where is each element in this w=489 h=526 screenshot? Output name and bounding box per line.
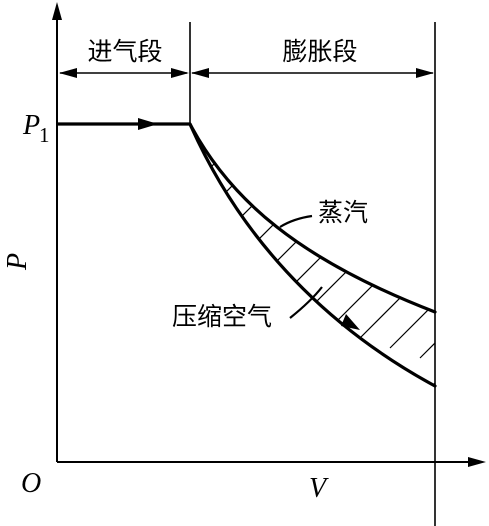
intake-direction-arrow (138, 118, 158, 130)
expansion-segment-dimension (191, 68, 434, 78)
steam-leader-line (279, 214, 313, 228)
intake-segment-label: 进气段 (87, 37, 162, 66)
compressed-air-leader-line (289, 286, 323, 319)
volume-axis-arrowhead (468, 457, 486, 467)
intake-segment-dimension (59, 68, 189, 78)
intake-line (57, 118, 190, 130)
hatched-region (190, 124, 435, 386)
pressure-axis (52, 2, 62, 462)
volume-axis (57, 457, 486, 467)
steam-label: 蒸汽 (318, 198, 368, 227)
compressed-air-label: 压缩空气 (172, 302, 272, 331)
steam-curve (188, 122, 437, 314)
p1-label: P 1 (22, 110, 50, 147)
volume-axis-label: V (309, 473, 329, 504)
expansion-segment-label: 膨胀段 (282, 37, 357, 66)
pressure-axis-arrowhead (52, 2, 62, 20)
svg-text:1: 1 (39, 123, 50, 147)
svg-text:P: P (22, 110, 40, 141)
origin-label: O (21, 468, 41, 499)
compressed-air-curve (188, 122, 437, 388)
compressed-air-direction-arrow (341, 314, 360, 330)
pressure-axis-label: P (2, 253, 33, 271)
